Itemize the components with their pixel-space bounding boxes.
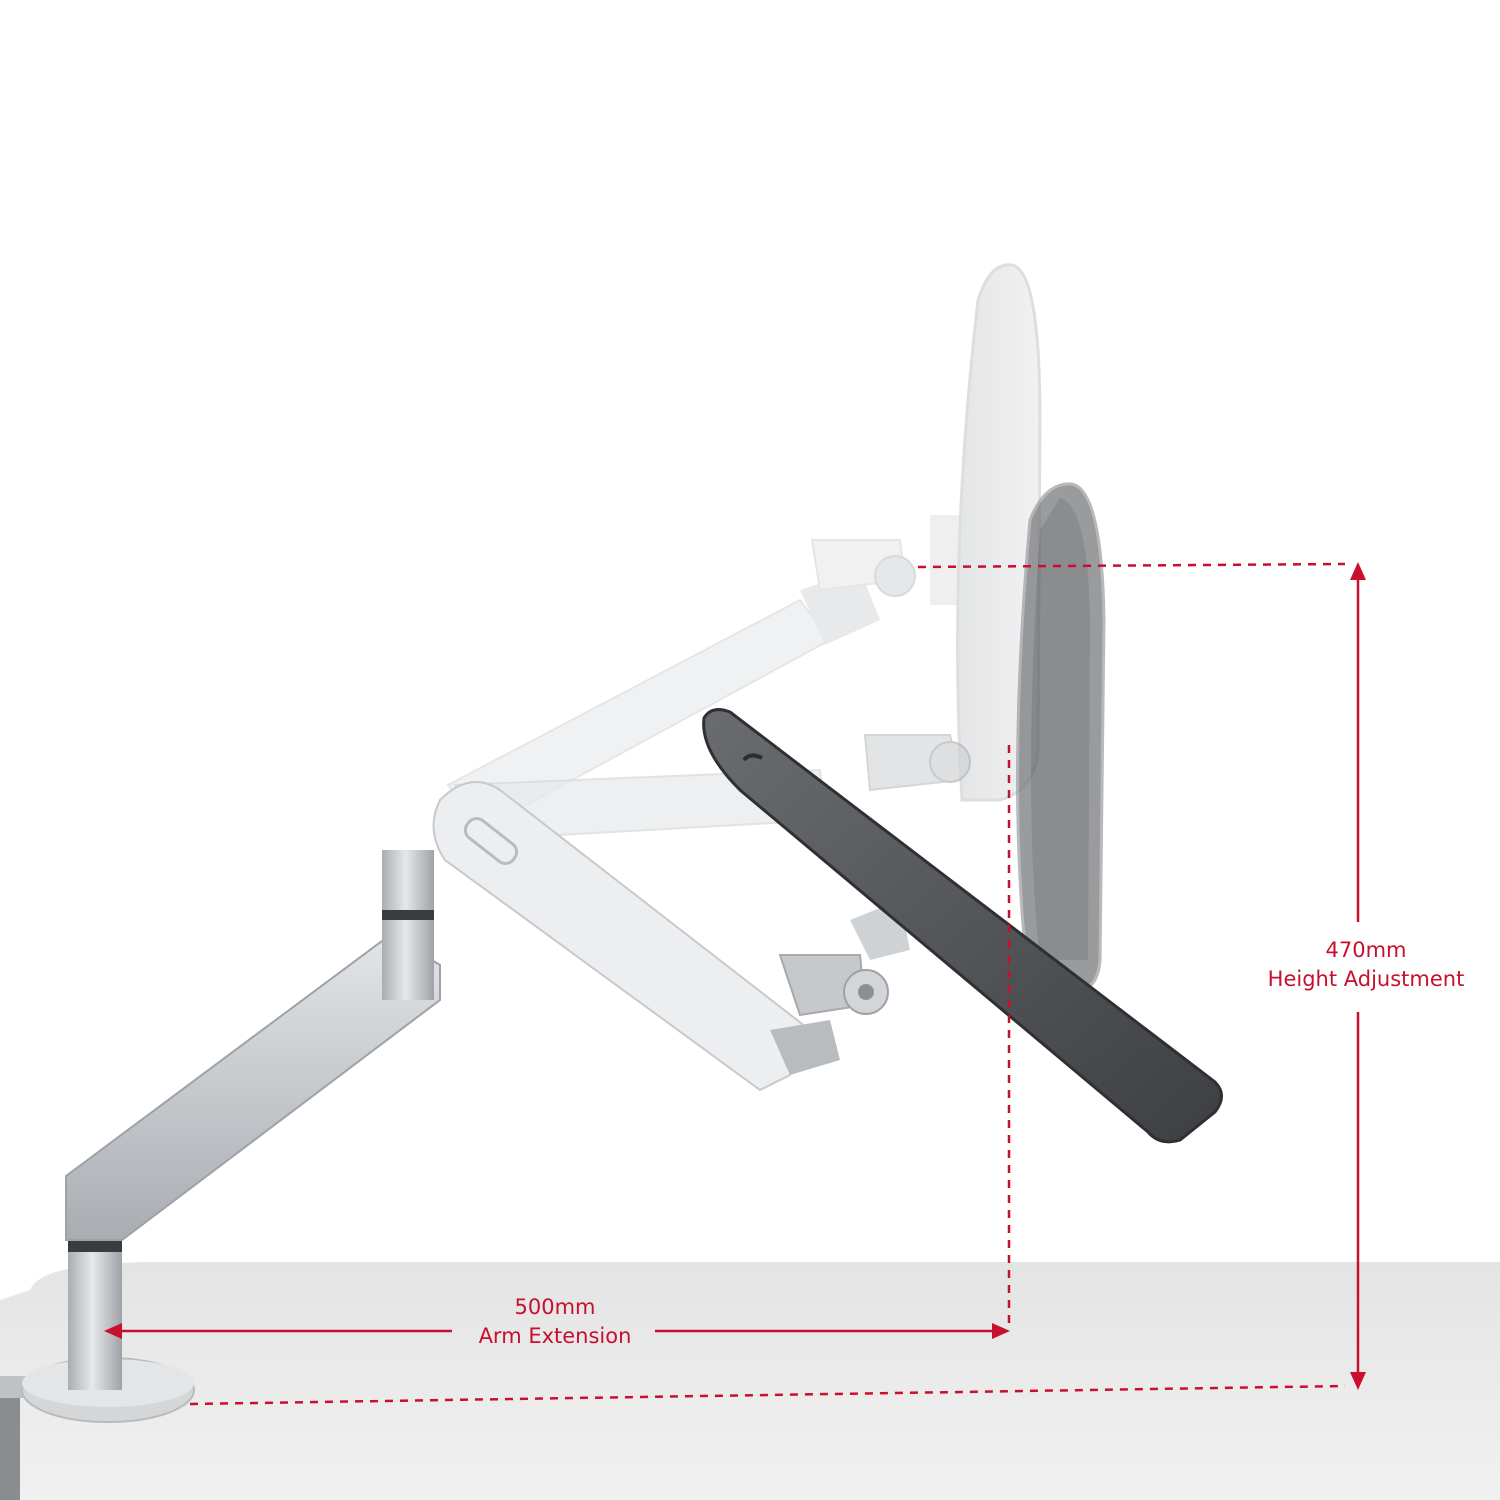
- dimension-lines: [118, 562, 1360, 1406]
- ghost-middle-position: [453, 482, 1106, 994]
- arm-extension-caption: Arm Extension: [478, 1324, 632, 1348]
- arm-extension-value: 500mm: [514, 1295, 596, 1319]
- monitor-head-lower: [778, 900, 910, 1017]
- height-adjustment-caption: Height Adjustment: [1267, 967, 1465, 991]
- desk: [0, 1262, 1500, 1500]
- height-adjustment-value: 470mm: [1325, 938, 1407, 962]
- arm-extension-label: 500mm Arm Extension: [455, 1293, 655, 1351]
- arm-lower-segment: [65, 850, 441, 1241]
- dimension-arrowheads: [104, 562, 1366, 1390]
- monitor-tilted: [702, 708, 1223, 1144]
- height-adjustment-label: 470mm Height Adjustment: [1262, 936, 1470, 994]
- arm-upper-segment: [432, 781, 840, 1092]
